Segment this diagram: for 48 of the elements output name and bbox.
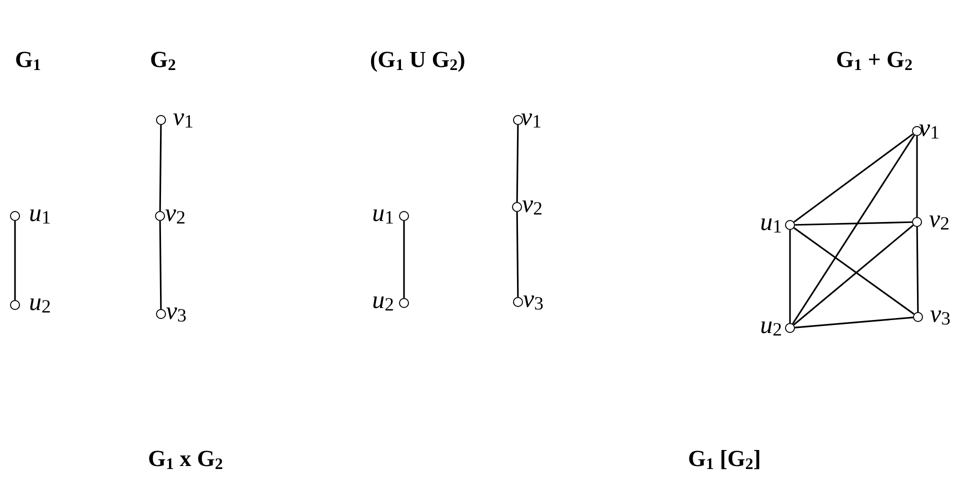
vertex-label: v$_{2}$ [522, 192, 542, 220]
vertex-label: v$_{3}$ [930, 302, 950, 330]
vertex-circle [399, 298, 409, 308]
edge-line [159, 221, 162, 309]
graph-title: G$_{1}$ + G$_{2}$ [836, 48, 912, 74]
graph-title: (G$_{1}$ U G$_{2}$) [370, 48, 466, 74]
edge-line [516, 124, 519, 202]
vertex-circle [513, 297, 523, 307]
edge-line [794, 221, 912, 226]
edge-line [403, 221, 405, 298]
vertex-label: v$_{1}$ [919, 116, 940, 144]
vertex-circle [785, 220, 795, 230]
graph-title: G$_{1}$ [G$_{2}$] [688, 447, 761, 474]
vertex-circle [156, 309, 166, 319]
vertex-circle [155, 211, 165, 221]
vertex-label: v$_{2}$ [165, 200, 186, 228]
vertex-circle [513, 115, 523, 125]
edge-line [792, 134, 915, 324]
vertex-label: u$_{1}$ [29, 200, 51, 228]
edge-line [789, 230, 791, 323]
vertex-label: v$_{1}$ [173, 104, 194, 132]
vertex-circle [512, 202, 522, 212]
vertex-label: u$_{2}$ [29, 290, 51, 318]
vertex-label: v$_{1}$ [521, 104, 542, 132]
edge-line [916, 136, 918, 217]
vertex-label: u$_{2}$ [760, 312, 782, 340]
vertex-circle [10, 211, 20, 221]
edge-line [794, 133, 914, 223]
edge-line [516, 212, 519, 297]
vertex-circle [399, 211, 409, 221]
vertex-circle [912, 217, 922, 227]
vertex-label: v$_{2}$ [929, 206, 950, 234]
graph-title: G$_{1}$ [15, 48, 41, 74]
graph-title: G$_{2}$ [150, 48, 176, 74]
vertex-circle [156, 115, 166, 125]
graph-title: G$_{1}$ x G$_{2}$ [148, 447, 223, 474]
edge-line [159, 124, 162, 212]
vertex-label: u$_{1}$ [760, 210, 782, 238]
vertex-label: v$_{3}$ [166, 298, 186, 326]
edge-line [14, 221, 16, 300]
vertex-circle [785, 323, 795, 333]
vertex-label: v$_{3}$ [523, 286, 544, 314]
edge-line [794, 316, 914, 328]
vertex-label: u$_{2}$ [372, 288, 394, 316]
vertex-circle [10, 300, 20, 310]
vertex-label: u$_{1}$ [372, 200, 394, 228]
edge-line [916, 227, 919, 312]
vertex-circle [913, 312, 923, 322]
